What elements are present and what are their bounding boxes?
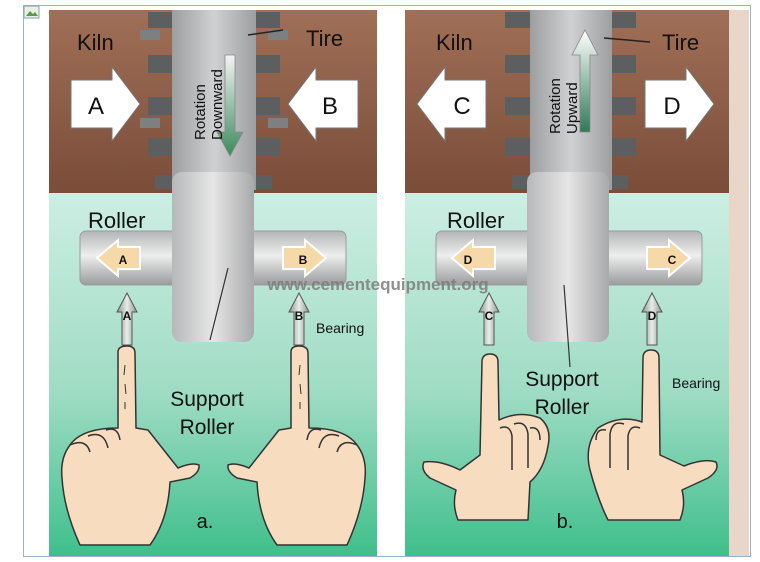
rotation-down-arrow <box>216 54 244 157</box>
force-arrow-c <box>416 65 487 143</box>
shaft-arrow-d <box>450 237 496 279</box>
right-hand-illustration <box>587 349 718 521</box>
left-hand-illustration <box>422 353 550 521</box>
kiln-force-right-label: B <box>322 93 338 120</box>
bearing-label: Bearing <box>672 375 720 391</box>
support-roller-label-line1: Support <box>170 388 244 411</box>
shaft-arrow-left-label: A <box>119 253 128 267</box>
tire-label: Tire <box>662 30 699 55</box>
support-roller-leader <box>563 284 571 368</box>
panel-b <box>405 10 749 556</box>
shaft-arrow-right-label: B <box>299 253 308 267</box>
support-roller-body <box>527 172 609 342</box>
rotation-label-line2: Upward <box>564 82 581 134</box>
kiln-force-left-label: C <box>453 93 470 120</box>
right-hand-illustration <box>227 345 367 546</box>
shaft-arrow-a <box>95 237 141 279</box>
bearing-arrow-a <box>116 291 138 346</box>
shaft-arrow-right-label: C <box>668 253 677 267</box>
rotation-label-line2: Downward <box>209 69 226 140</box>
watermark: www.cementequipment.org <box>266 275 488 294</box>
support-roller-label-line2: Roller <box>180 416 235 439</box>
right-margin-strip <box>729 10 749 556</box>
support-roller-label-line1: Support <box>525 368 599 391</box>
bearing-left-label: A <box>123 309 132 323</box>
kiln-label: Kiln <box>77 30 114 55</box>
rotation-label-line1: Rotation <box>192 84 209 140</box>
bearing-right-label: D <box>648 309 657 323</box>
kiln-force-right-label: D <box>663 93 680 120</box>
kiln-label: Kiln <box>436 30 473 55</box>
rotation-label-line1: Rotation <box>547 78 564 134</box>
support-roller-leader <box>209 267 229 341</box>
tire <box>530 10 612 190</box>
force-arrow-a <box>70 65 141 143</box>
tire-leader-line <box>247 29 284 36</box>
rotation-up-arrow <box>571 29 599 133</box>
image-placeholder-icon <box>23 5 40 19</box>
panel-caption: a. <box>197 511 214 533</box>
bearing-arrow-b <box>288 291 310 346</box>
panel-a <box>49 10 377 556</box>
left-hand-illustration <box>60 345 200 546</box>
bearing-label: Bearing <box>316 320 364 336</box>
roller-label: Roller <box>447 208 504 233</box>
tire-leader-line <box>603 37 651 43</box>
tire-stoppers <box>505 12 636 189</box>
shaft-arrow-c <box>646 237 692 279</box>
shaft-arrow-left-label: D <box>464 253 473 267</box>
bearing-right-label: B <box>295 309 304 323</box>
shaft-arrow-b <box>282 237 328 279</box>
support-roller-label-line2: Roller <box>535 396 590 419</box>
panel-caption: b. <box>557 511 574 533</box>
force-arrow-d <box>644 65 715 143</box>
bearing-arrow-d <box>641 291 663 346</box>
support-roller-body <box>172 172 254 342</box>
image-frame <box>23 5 751 557</box>
bearing-arrow-c <box>478 291 500 346</box>
kiln-force-left-label: A <box>88 93 104 120</box>
bearing-left-label: C <box>485 309 494 323</box>
roller-label: Roller <box>88 208 145 233</box>
force-arrow-b <box>287 65 359 143</box>
tire <box>172 10 256 190</box>
tire-label: Tire <box>306 26 343 51</box>
